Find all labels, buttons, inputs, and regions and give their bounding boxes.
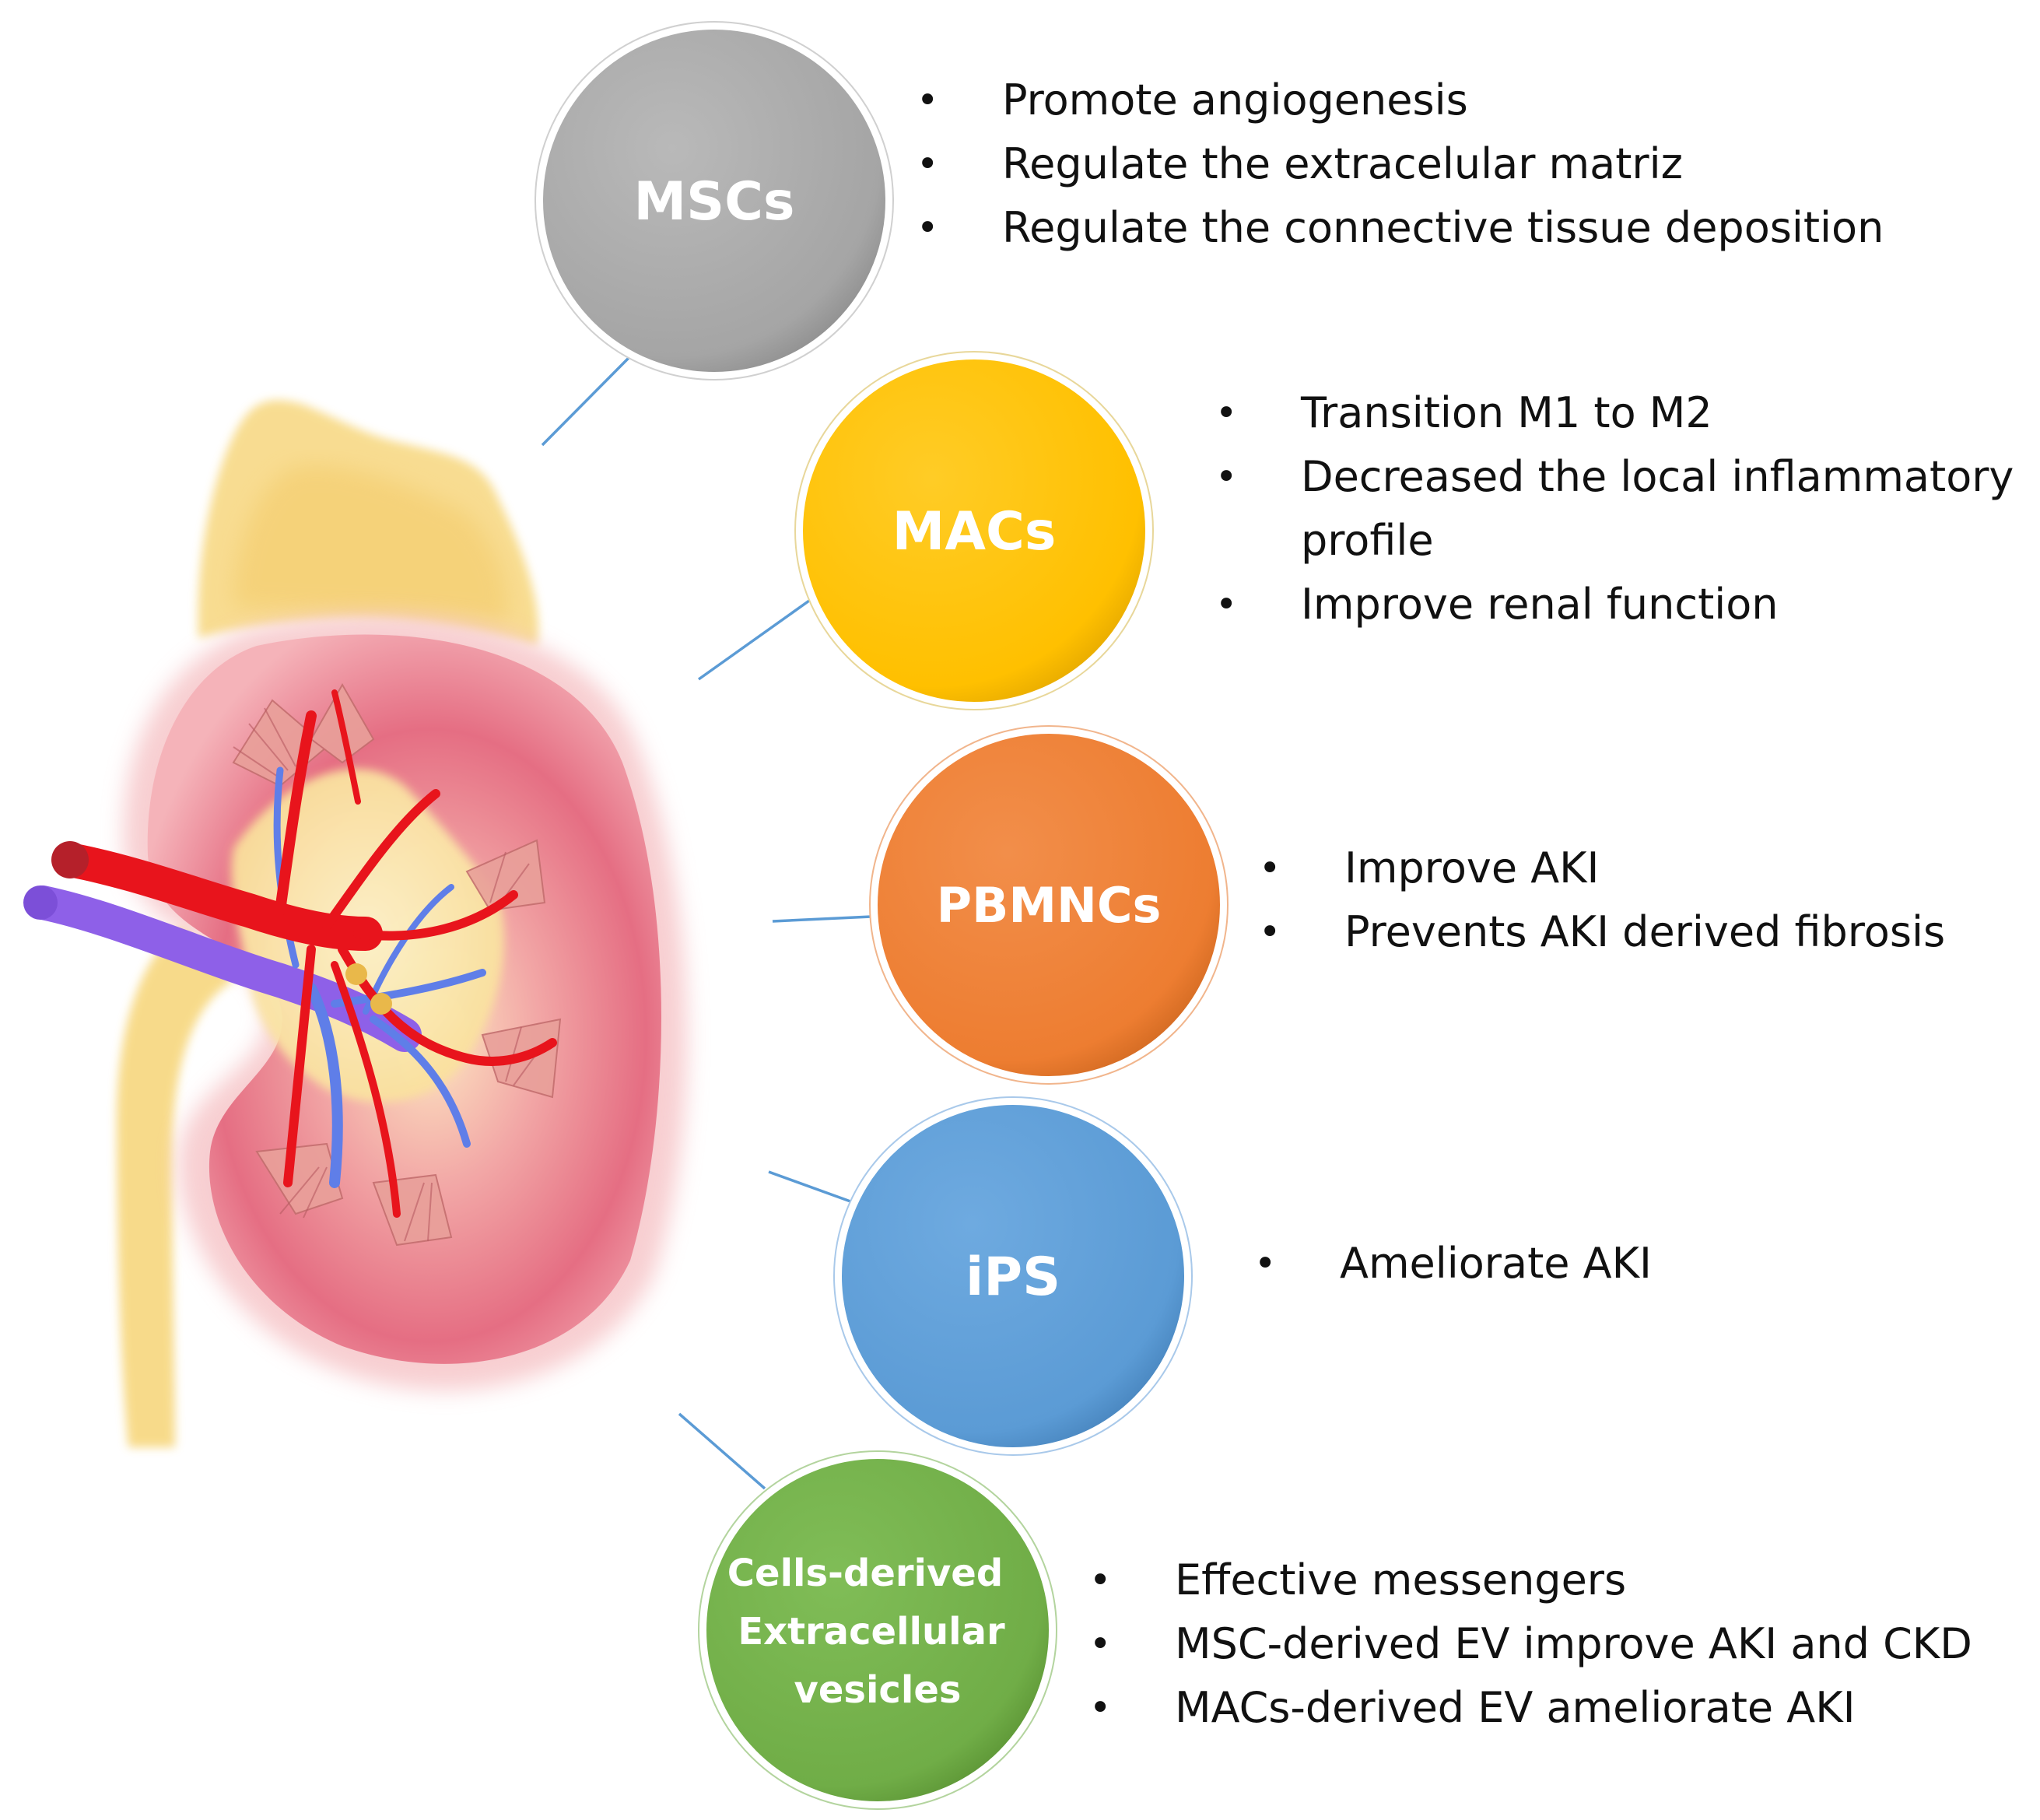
connector-lines: [541, 356, 872, 1490]
bullet-item: Regulate the connective tissue depositio…: [917, 196, 1884, 260]
bullet-item: Improve AKI: [1259, 836, 1945, 900]
adrenal-gland-shade: [233, 465, 508, 622]
circle-ips: iPS: [833, 1096, 1193, 1456]
pelvis-dot: [345, 963, 367, 985]
connector-ev: [678, 1412, 766, 1490]
circle-label-pbmncs: PBMNCs: [937, 877, 1162, 934]
renal-artery-end: [51, 841, 89, 878]
pelvis-dot: [370, 993, 392, 1015]
bullets-mscs: Promote angiogenesis Regulate the extrac…: [917, 68, 1884, 260]
bullet-item: Transition M1 to M2: [1215, 381, 2024, 445]
bullet-item: MSC-derived EV improve AKI and CKD: [1089, 1612, 1972, 1676]
circle-pbmncs: PBMNCs: [869, 725, 1229, 1085]
bullet-item: Prevents AKI derived fibrosis: [1259, 900, 1945, 964]
connector-mscs: [541, 356, 630, 447]
circle-label-ips: iPS: [966, 1247, 1060, 1308]
ureter: [117, 926, 233, 1447]
bullet-item: Effective messengers: [1089, 1548, 1972, 1612]
circle-ev: Cells-derived Extracellular vesicles: [698, 1450, 1057, 1810]
bullet-item: MACs-derived EV ameliorate AKI: [1089, 1676, 1972, 1740]
connector-ips: [768, 1170, 851, 1203]
bullet-item: Ameliorate AKI: [1254, 1232, 1652, 1296]
bullet-item: Improve renal function: [1215, 573, 2024, 636]
circle-label-ev-line1: Cells-derived: [727, 1552, 1003, 1595]
bullets-macs: Transition M1 to M2 Decreased the local …: [1215, 381, 2024, 636]
bullet-item: Promote angiogenesis: [917, 68, 1884, 132]
circle-mscs: MSCs: [535, 21, 894, 380]
circle-label-ev-line3: vesicles: [794, 1668, 962, 1712]
bullet-item: Decreased the local inflammatory profile: [1215, 445, 2024, 573]
bullets-pbmncs: Improve AKI Prevents AKI derived fibrosi…: [1259, 836, 1945, 964]
renal-vein-end: [23, 885, 58, 920]
connector-macs: [697, 599, 811, 681]
renal-artery: [53, 689, 557, 1218]
bullets-ips: Ameliorate AKI: [1254, 1232, 1652, 1296]
bullet-item: Regulate the extracelular matriz: [917, 132, 1884, 196]
circle-label-ev-line2: Extracellular: [738, 1610, 1005, 1653]
bullets-ev: Effective messengers MSC-derived EV impr…: [1089, 1548, 1972, 1740]
pyramid-striations: [233, 707, 545, 1242]
kidney-illustration: [23, 400, 687, 1447]
circle-macs: MACs: [794, 351, 1154, 710]
circle-label-mscs: MSCs: [633, 171, 794, 233]
circle-label-macs: MACs: [892, 501, 1057, 563]
connector-pbmncs: [772, 915, 872, 923]
